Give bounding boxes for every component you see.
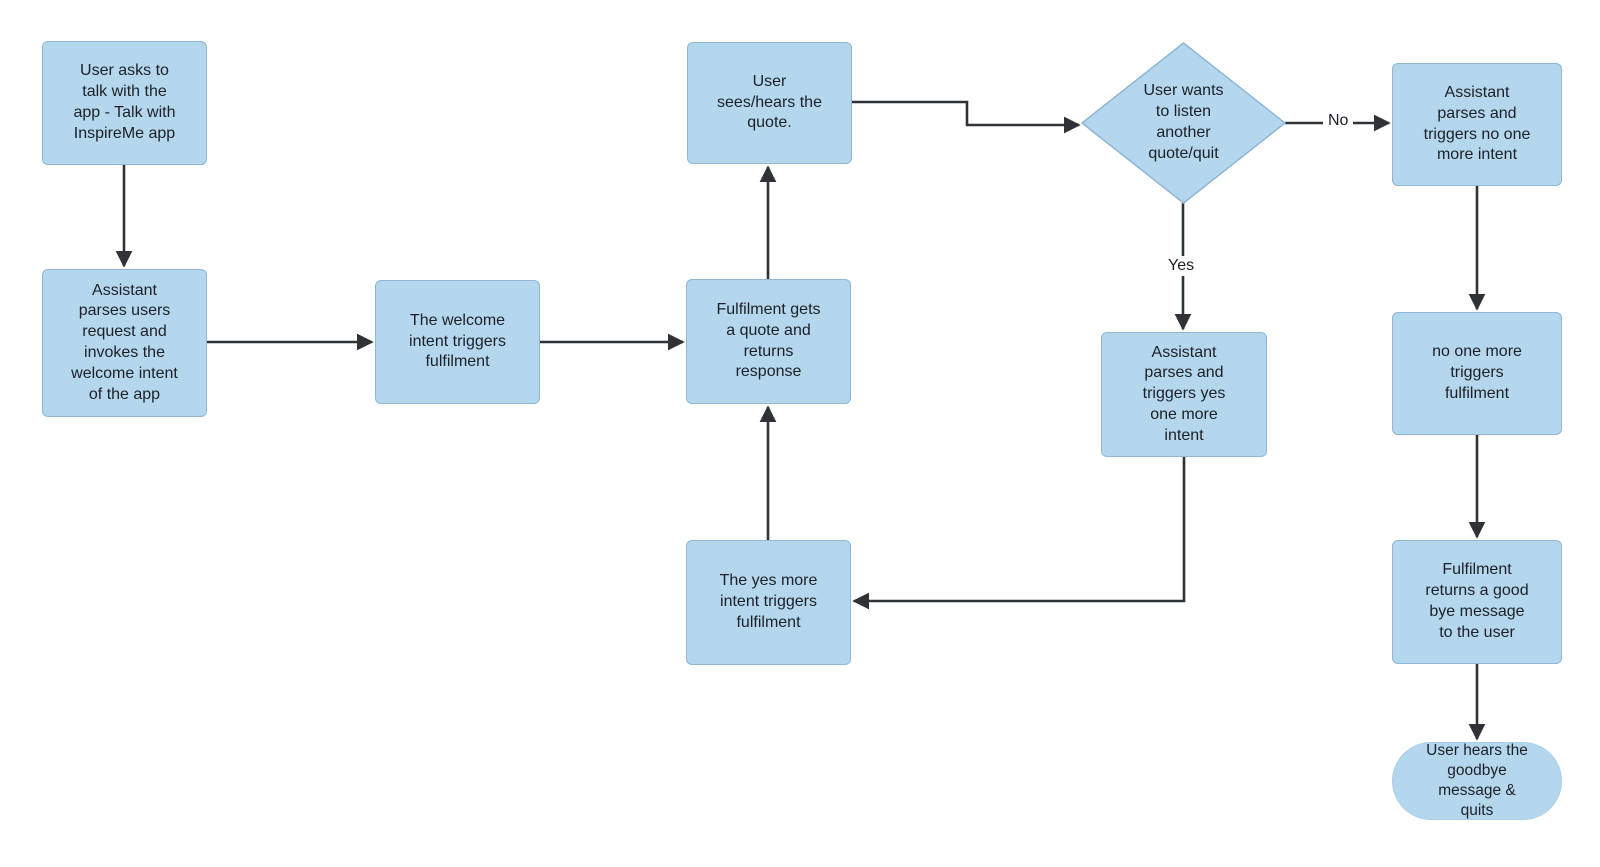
- node-user-quits: User hears the goodbye message & quits: [1392, 742, 1562, 820]
- node-assistant-yes: Assistant parses and triggers yes one mo…: [1101, 332, 1267, 457]
- node-decision-label: User wants to listen another quote/quit: [1143, 82, 1224, 162]
- node-user-sees: User sees/hears the quote.: [687, 42, 852, 164]
- node-assistant-no: Assistant parses and triggers no one mor…: [1392, 63, 1562, 186]
- node-welcome-intent: The welcome intent triggers fulfilment: [375, 280, 540, 404]
- node-user-asks: User asks to talk with the app - Talk wi…: [42, 41, 207, 165]
- edge-assistant-yes-to-yes-more-intent: [852, 457, 1186, 610]
- edge-label-yes: Yes: [1163, 256, 1200, 276]
- decision-diamond-shape: [1080, 42, 1287, 204]
- edge-label-no: No: [1323, 111, 1354, 131]
- node-assistant-welcome: Assistant parses users request and invok…: [42, 269, 207, 417]
- edge-user-sees-to-decision: [852, 100, 1081, 134]
- node-fulfilment-goodbye: Fulfilment returns a good bye message to…: [1392, 540, 1562, 664]
- node-fulfilment-quote: Fulfilment gets a quote and returns resp…: [686, 279, 851, 404]
- node-no-one-more: no one more triggers fulfilment: [1392, 312, 1562, 435]
- node-yes-more-intent: The yes more intent triggers fulfilment: [686, 540, 851, 665]
